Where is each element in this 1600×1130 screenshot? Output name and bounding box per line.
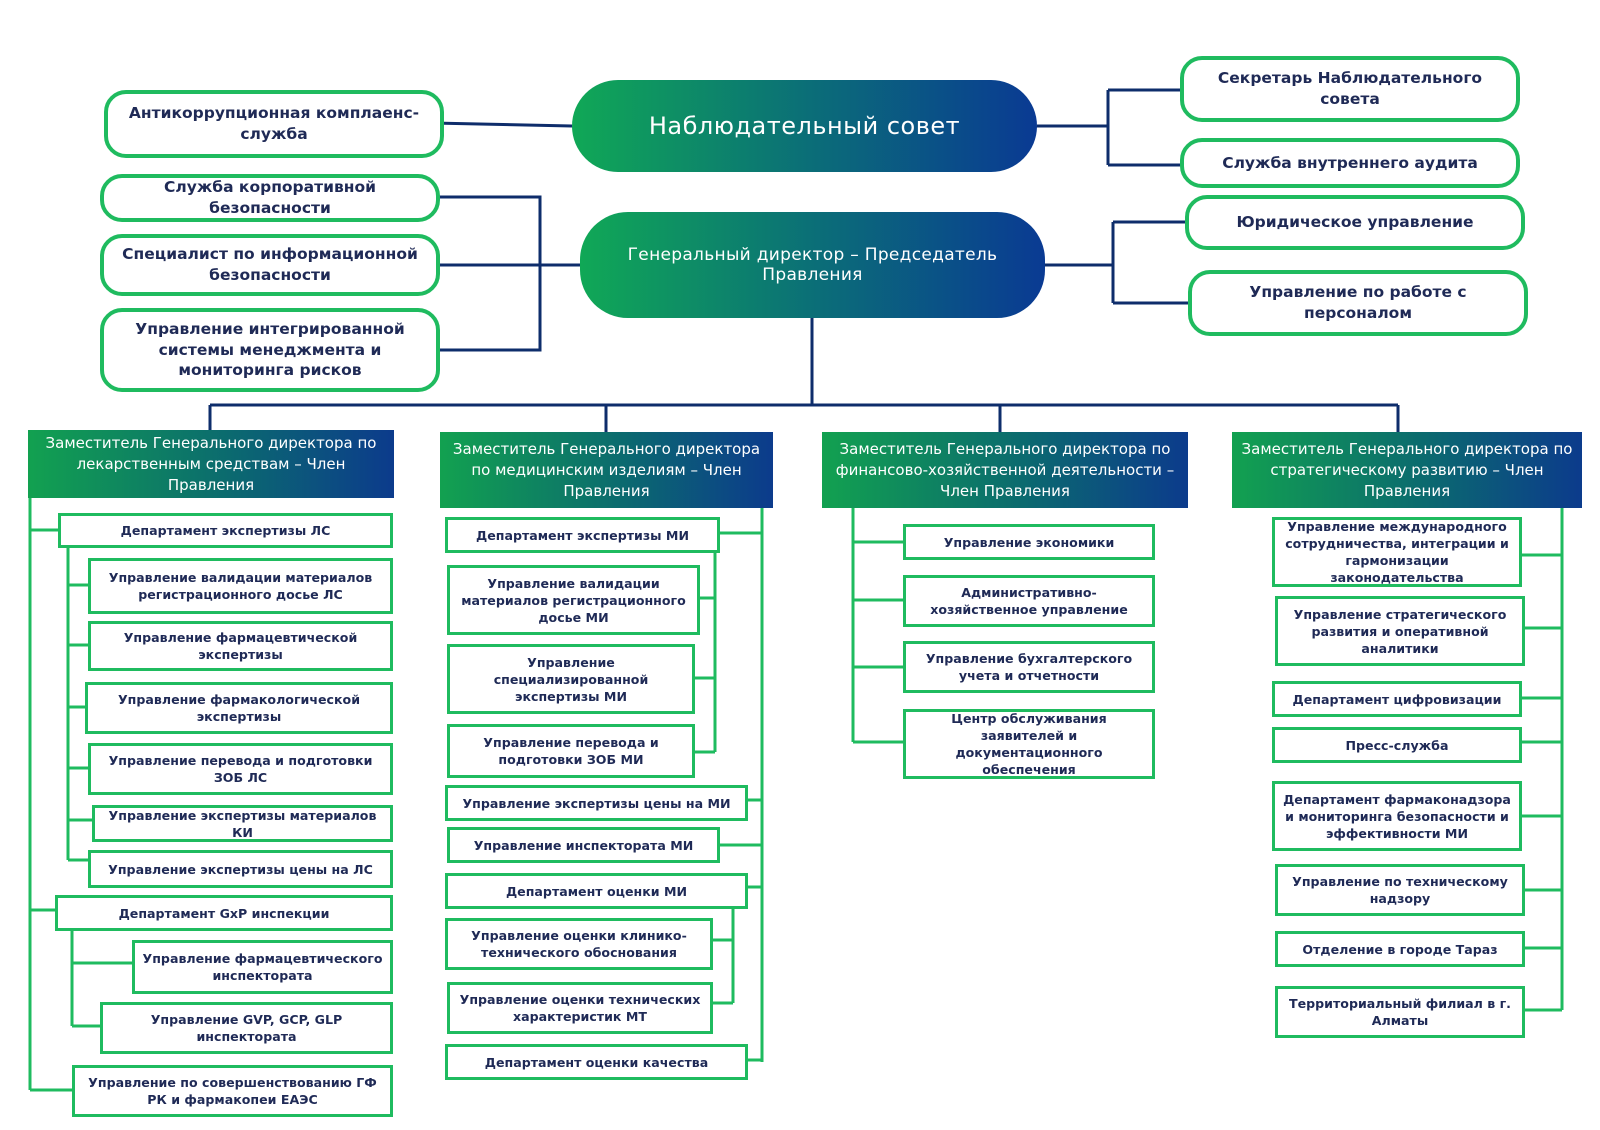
deputy-finance: Заместитель Генерального директора по фи… bbox=[822, 432, 1188, 508]
ceo-node: Генеральный директор – Председатель Прав… bbox=[580, 212, 1045, 318]
unit: Управление GVP, GCP, GLP инспектората bbox=[100, 1002, 393, 1054]
unit: Управление перевода и подготовки ЗОБ МИ bbox=[447, 724, 695, 778]
unit: Управление по техническому надзору bbox=[1275, 864, 1525, 916]
integrated-management-dept: Управление интегрированной системы менед… bbox=[100, 308, 440, 392]
unit: Управление экспертизы материалов КИ bbox=[92, 805, 393, 842]
unit: Управление фармакологической экспертизы bbox=[85, 682, 393, 734]
unit: Управление экспертизы цены на МИ bbox=[445, 785, 748, 821]
unit: Отделение в городе Тараз bbox=[1275, 931, 1525, 967]
legal-department: Юридическое управление bbox=[1185, 195, 1525, 250]
unit: Управление оценки технических характерис… bbox=[447, 982, 713, 1034]
deputy-strategy: Заместитель Генерального директора по ст… bbox=[1232, 432, 1582, 508]
unit: Управление оценки клинико-технического о… bbox=[445, 918, 713, 970]
unit: Управление фармацевтического инспекторат… bbox=[132, 940, 393, 994]
unit: Департамент GxP инспекции bbox=[55, 895, 393, 931]
unit: Управление валидации материалов регистра… bbox=[447, 565, 700, 635]
unit: Управление перевода и подготовки ЗОБ ЛС bbox=[88, 743, 393, 795]
unit: Управление экспертизы цены на ЛС bbox=[88, 850, 393, 888]
unit: Управление фармацевтической экспертизы bbox=[88, 621, 393, 671]
deputy-medical-devices: Заместитель Генерального директора по ме… bbox=[440, 432, 773, 508]
unit: Департамент цифровизации bbox=[1272, 681, 1522, 717]
unit: Административно-хозяйственное управление bbox=[903, 575, 1155, 627]
unit: Пресс-служба bbox=[1272, 727, 1522, 763]
unit: Департамент экспертизы МИ bbox=[445, 517, 720, 553]
unit: Управление бухгалтерского учета и отчетн… bbox=[903, 641, 1155, 693]
unit: Центр обслуживания заявителей и документ… bbox=[903, 709, 1155, 779]
unit: Департамент фармаконадзора и мониторинга… bbox=[1272, 781, 1522, 851]
unit: Департамент оценки МИ bbox=[445, 873, 748, 909]
unit: Территориальный филиал в г. Алматы bbox=[1275, 986, 1525, 1038]
unit: Управление специализированной экспертизы… bbox=[447, 644, 695, 714]
info-security-specialist: Специалист по информационной безопасност… bbox=[100, 234, 440, 296]
unit: Управление стратегического развития и оп… bbox=[1275, 596, 1525, 666]
council-node: Наблюдательный совет bbox=[572, 80, 1037, 172]
internal-audit: Служба внутреннего аудита bbox=[1180, 138, 1520, 188]
deputy-medicines: Заместитель Генерального директора по ле… bbox=[28, 430, 394, 498]
unit: Департамент оценки качества bbox=[445, 1044, 748, 1080]
unit: Департамент экспертизы ЛС bbox=[58, 513, 393, 548]
unit: Управление экономики bbox=[903, 524, 1155, 560]
unit: Управление валидации материалов регистра… bbox=[88, 558, 393, 614]
unit: Управление по совершенствованию ГФ РК и … bbox=[72, 1065, 393, 1117]
unit: Управление международного сотрудничества… bbox=[1272, 517, 1522, 587]
unit: Управление инспектората МИ bbox=[447, 827, 720, 863]
council-secretary: Секретарь Наблюдательного совета bbox=[1180, 56, 1520, 122]
hr-department: Управление по работе с персоналом bbox=[1188, 270, 1528, 336]
anticorruption-service: Антикоррупционная комплаенс-служба bbox=[104, 90, 444, 158]
corporate-security: Служба корпоративной безопасности bbox=[100, 174, 440, 222]
